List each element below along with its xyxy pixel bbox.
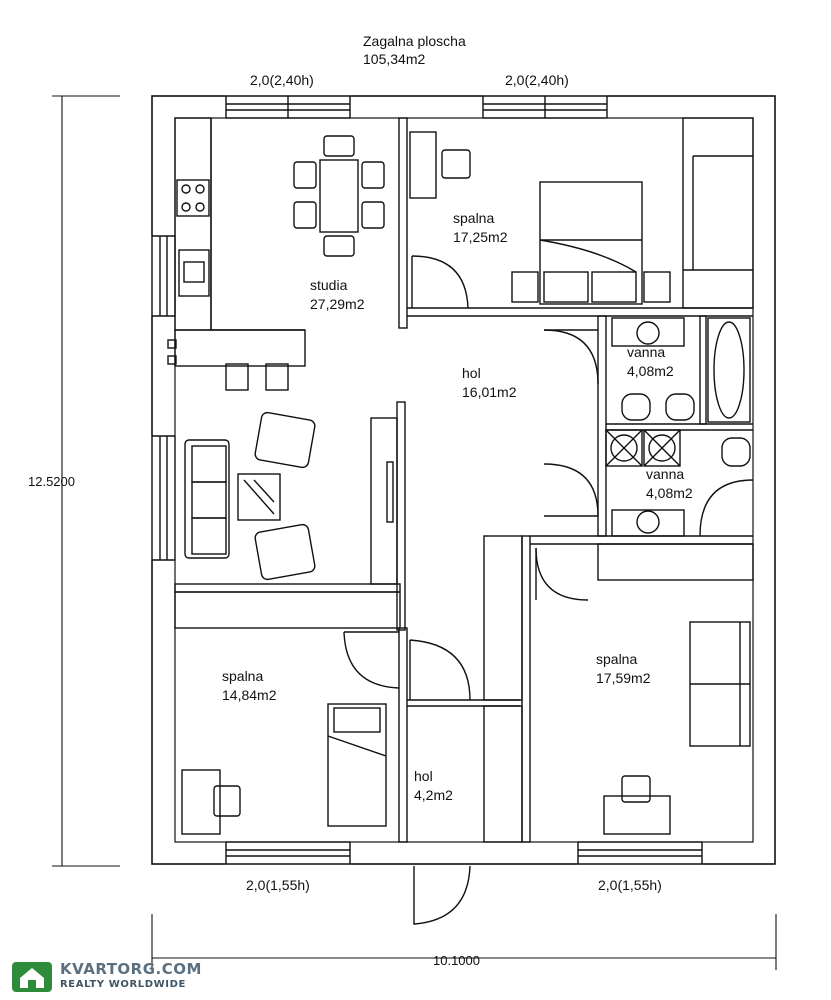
room-spalna-right-name: spalna	[596, 651, 638, 667]
dim-top-left-window: 2,0(2,40h)	[250, 72, 314, 88]
total-area-title: Zagalna ploscha	[363, 33, 466, 49]
room-vanna-2-name: vanna	[646, 466, 685, 482]
kitchen-sink	[178, 249, 210, 297]
coffee-table	[237, 473, 281, 521]
doors	[343, 255, 754, 925]
armchairs	[254, 411, 316, 581]
dim-height: 12.5200	[28, 474, 75, 489]
dimension-lines	[52, 95, 777, 970]
stove	[176, 179, 210, 217]
dim-bottom-right-window: 2,0(1,55h)	[598, 877, 662, 893]
window-bottom-left	[225, 840, 351, 866]
bar-stools	[225, 363, 289, 391]
room-hol-main-area: 16,01m2	[462, 384, 517, 400]
watermark-brand: KVARTORG.COM	[60, 960, 202, 978]
desk-right-bedroom	[603, 775, 671, 835]
bar-outlets	[167, 339, 177, 365]
room-hol-main-name: hol	[462, 365, 481, 381]
sink-bath-1	[611, 317, 685, 347]
watermark-tagline: REALTY WORLDWIDE	[60, 979, 186, 990]
single-bed-left	[327, 703, 387, 827]
window-top-left	[225, 94, 351, 120]
room-studia-area: 27,29m2	[310, 296, 365, 312]
room-spalna-top-name: spalna	[453, 210, 495, 226]
double-bed-top	[511, 181, 671, 305]
washing-units	[605, 429, 681, 467]
dining-table	[293, 135, 385, 257]
dim-bottom-left-window: 2,0(1,55h)	[246, 877, 310, 893]
window-left-upper	[150, 235, 177, 317]
bed-right-bedroom	[689, 621, 751, 747]
desk-top-bedroom	[409, 131, 471, 199]
house-icon	[12, 962, 52, 992]
room-hol-small-name: hol	[414, 768, 433, 784]
room-studia-name: studia	[310, 277, 348, 293]
desk-left-bedroom	[181, 769, 241, 835]
window-top-right	[482, 94, 608, 120]
dim-top-right-window: 2,0(2,40h)	[505, 72, 569, 88]
sink-bath-2	[611, 509, 685, 537]
dim-width: 10.1000	[433, 953, 480, 968]
room-spalna-top-area: 17,25m2	[453, 229, 508, 245]
sofa	[184, 439, 230, 559]
room-spalna-left-name: spalna	[222, 668, 264, 684]
room-vanna-1-area: 4,08m2	[627, 363, 674, 379]
room-spalna-left-area: 14,84m2	[222, 687, 277, 703]
window-bottom-right	[577, 840, 703, 866]
toilet-bath-2	[721, 437, 751, 467]
interior-walls	[174, 117, 754, 843]
watermark: KVARTORG.COM REALTY WORLDWIDE	[8, 958, 201, 996]
room-vanna-2-area: 4,08m2	[646, 485, 693, 501]
toilets-bath-1	[621, 393, 695, 421]
total-area-value: 105,34m2	[363, 51, 426, 67]
room-spalna-right-area: 17,59m2	[596, 670, 651, 686]
window-left-lower	[150, 435, 177, 561]
room-hol-small-area: 4,2m2	[414, 787, 453, 803]
room-vanna-1-name: vanna	[627, 344, 666, 360]
bathtub	[707, 317, 751, 423]
